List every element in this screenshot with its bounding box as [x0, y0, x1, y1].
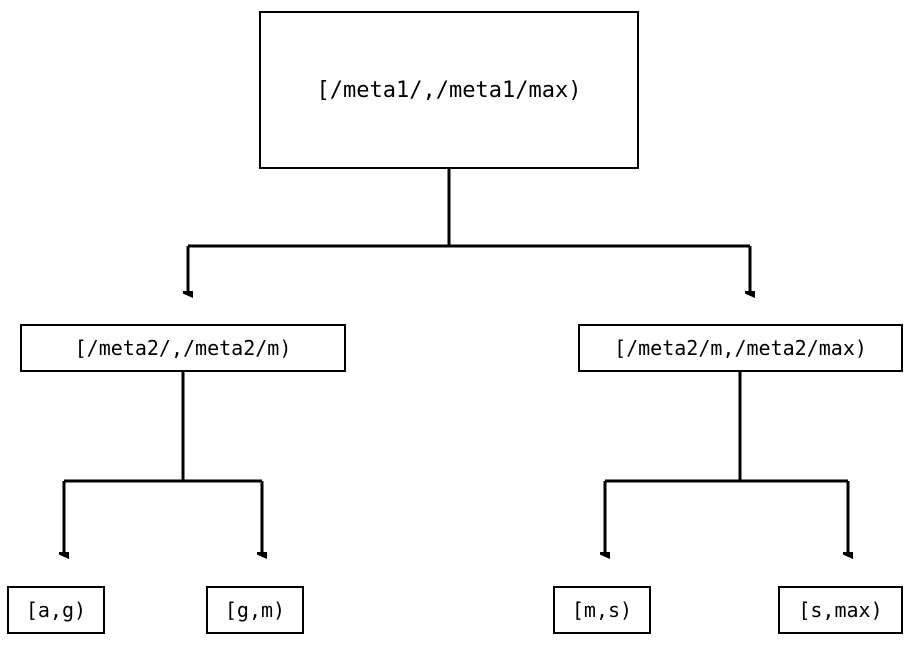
edge-left-to-leaves — [64, 372, 262, 552]
edge-right-to-leaves — [605, 372, 848, 552]
tree-node-leaf-4[interactable]: [s,max) — [778, 586, 903, 634]
tree-node-level2-right[interactable]: [/meta2/m,/meta2/max) — [578, 324, 903, 372]
tree-node-root[interactable]: [/meta1/,/meta1/max) — [259, 11, 639, 169]
tree-node-leaf-2[interactable]: [g,m) — [206, 586, 304, 634]
tree-node-level2-left[interactable]: [/meta2/,/meta2/m) — [20, 324, 346, 372]
edge-root-to-level2 — [188, 169, 750, 291]
tree-node-leaf-1[interactable]: [a,g) — [7, 586, 105, 634]
tree-node-leaf-3[interactable]: [m,s) — [553, 586, 651, 634]
